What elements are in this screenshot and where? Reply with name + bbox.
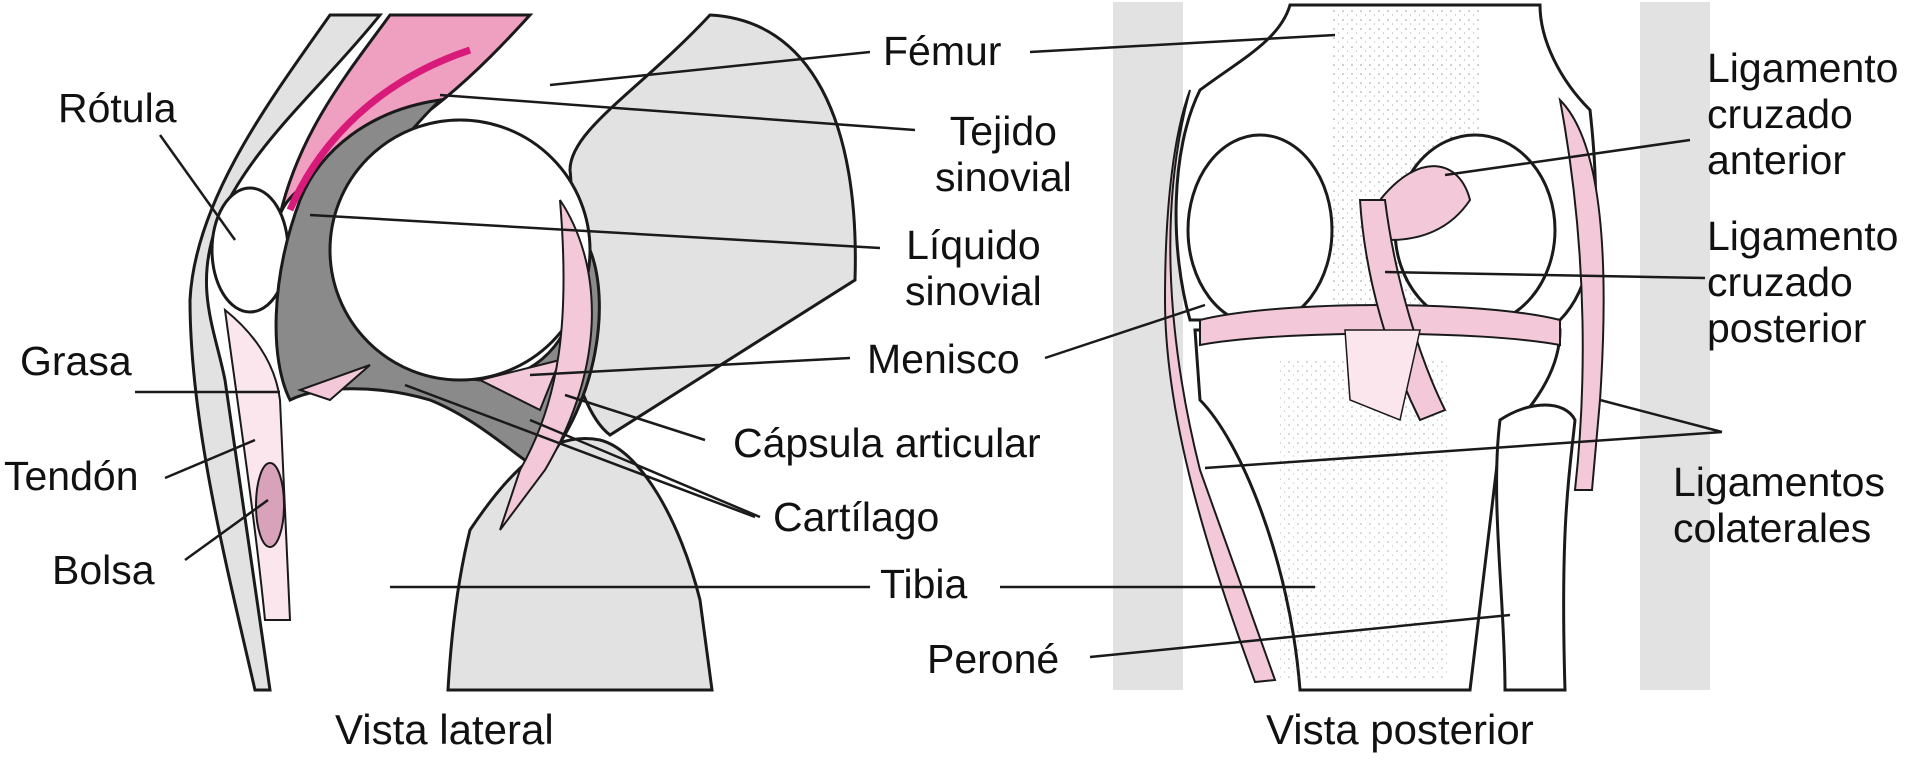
posterior-cruciate-ligament bbox=[1358, 199, 1447, 422]
meniscus-back bbox=[477, 358, 562, 412]
label-femur: Fémur bbox=[883, 28, 1002, 74]
label-tendon: Tendón bbox=[4, 453, 139, 499]
leader-bolsa bbox=[184, 498, 269, 562]
label-rotula: Rótula bbox=[58, 85, 177, 131]
label-tejido-sinovial: Tejido sinovial bbox=[935, 108, 1072, 200]
leader-menisco-right bbox=[1044, 303, 1206, 360]
label-cartilago: Cartílago bbox=[773, 494, 940, 540]
lateral-collateral-ligament bbox=[1558, 97, 1605, 491]
posterior-view bbox=[1113, 2, 1710, 692]
caption-vista-lateral: Vista lateral bbox=[335, 706, 554, 753]
label-bolsa: Bolsa bbox=[52, 547, 155, 593]
meniscus-front bbox=[296, 364, 371, 402]
leader-colaterales-a bbox=[1204, 430, 1723, 470]
label-lig-cruzado-anterior: Ligamento cruzado anterior bbox=[1707, 45, 1899, 183]
leader-lines bbox=[135, 33, 1723, 659]
label-lig-colaterales: Ligamentos colaterales bbox=[1673, 459, 1885, 551]
leader-menisco-left bbox=[529, 356, 851, 377]
leader-femur-right bbox=[1029, 33, 1336, 54]
leader-perone bbox=[1089, 613, 1511, 659]
leader-lig-anterior bbox=[1444, 138, 1691, 177]
leader-tejido-sinovial bbox=[439, 93, 916, 132]
femoral-condyle bbox=[328, 118, 592, 382]
synovial-tissue-upper bbox=[286, 46, 472, 212]
leader-femur-left bbox=[549, 50, 871, 87]
leader-rotula bbox=[158, 134, 237, 241]
medial-collateral-ligament bbox=[1163, 89, 1277, 684]
leader-capsula bbox=[564, 393, 706, 442]
label-menisco: Menisco bbox=[867, 336, 1020, 382]
anterior-cruciate-ligament bbox=[1378, 165, 1472, 242]
caption-vista-posterior: Vista posterior bbox=[1266, 706, 1534, 753]
bursa bbox=[255, 462, 285, 548]
label-perone: Peroné bbox=[927, 636, 1060, 682]
label-liquido-sinovial: Líquido sinovial bbox=[905, 222, 1042, 314]
label-capsula-articular: Cápsula articular bbox=[733, 420, 1041, 466]
leader-cartilago-b bbox=[529, 418, 761, 519]
posterior-background-right bbox=[1640, 2, 1710, 690]
menisci-band bbox=[1199, 304, 1561, 347]
leader-tendon bbox=[164, 438, 256, 480]
fibula-bone bbox=[1495, 403, 1577, 692]
label-tibia: Tibia bbox=[880, 561, 968, 607]
cruciate-fan bbox=[1344, 329, 1421, 422]
posterior-capsule bbox=[499, 199, 593, 531]
label-grasa: Grasa bbox=[20, 338, 132, 384]
leader-colaterales-b bbox=[1599, 398, 1723, 434]
label-lig-cruzado-posterior: Ligamento cruzado posterior bbox=[1707, 213, 1899, 351]
leader-cartilago-a bbox=[404, 383, 756, 519]
lateral-view bbox=[188, 13, 857, 692]
medial-condyle bbox=[1186, 133, 1334, 327]
leader-liquido-sinovial bbox=[309, 213, 881, 250]
tibia-bone-lateral bbox=[446, 437, 714, 692]
leader-lig-posterior bbox=[1384, 270, 1706, 280]
